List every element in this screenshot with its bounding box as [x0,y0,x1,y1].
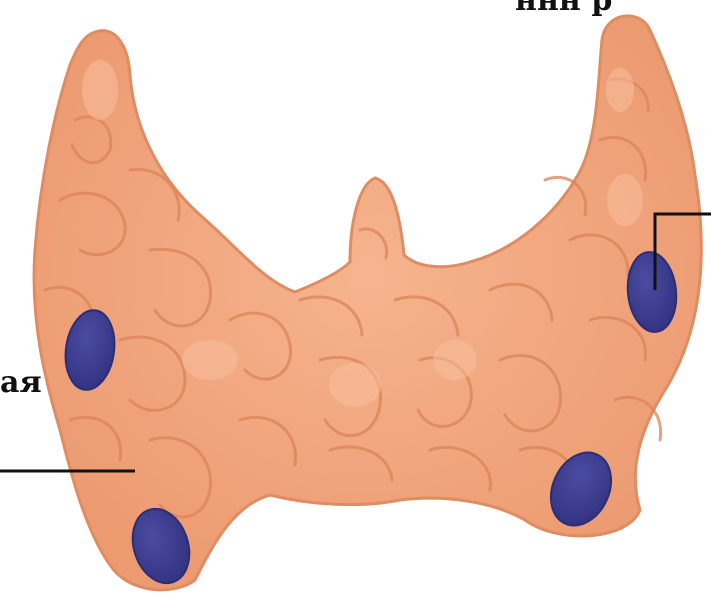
label-top-right: ннн р [515,0,612,16]
label-left: ая [0,368,42,398]
